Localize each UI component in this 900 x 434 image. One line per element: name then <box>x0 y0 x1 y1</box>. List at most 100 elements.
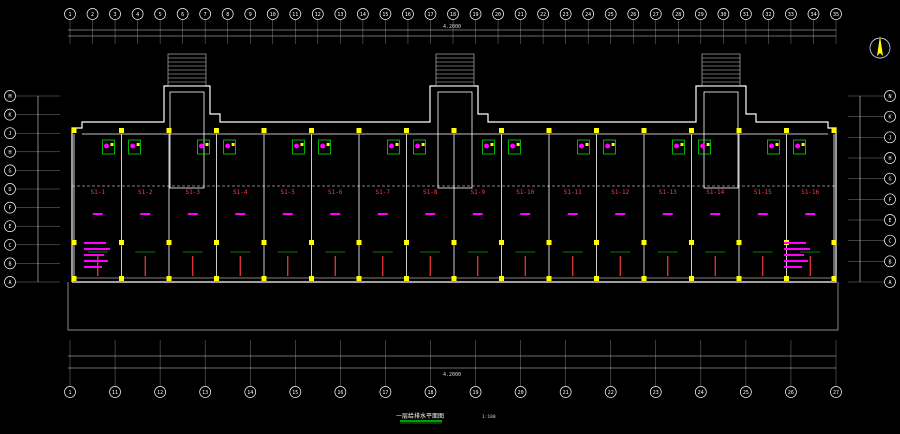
top-axis-bubble: 6 <box>176 8 189 20</box>
right-axis-bubble-label: A <box>888 280 891 286</box>
column <box>356 276 362 281</box>
bottom-axis-bubble: 19 <box>469 386 482 398</box>
top-axis-bubble: 18 <box>447 8 459 20</box>
top-axis-bubble-label: 34 <box>810 12 816 18</box>
left-axis-bubble: A <box>4 276 16 288</box>
right-axis-bubble: C <box>884 234 896 247</box>
right-axis-bubble: B <box>884 255 896 268</box>
room-partitions <box>73 134 835 278</box>
top-axis-bubble: 24 <box>582 8 595 20</box>
fixture-note <box>187 213 198 215</box>
left-axis-bubble-label: K <box>8 113 11 119</box>
column <box>546 240 552 245</box>
bottom-axis-bubble: 15 <box>289 386 302 398</box>
top-axis-bubble-label: 19 <box>473 12 479 18</box>
fixture-note <box>567 213 578 215</box>
column <box>546 128 552 133</box>
room-label: S1-3 <box>186 189 201 196</box>
left-axis-bubble-label: B <box>8 261 11 267</box>
column <box>689 240 694 245</box>
bottom-axis-bubble-label: 17 <box>382 390 388 396</box>
top-axis-bubble: 5 <box>154 8 166 20</box>
top-axis-bubble-label: 25 <box>608 12 614 18</box>
top-axis-bubble-label: 21 <box>518 12 524 18</box>
room-label: S1-5 <box>281 189 296 196</box>
bathroom-outline <box>223 139 236 155</box>
bottom-axis-bubble-label: 23 <box>653 390 659 396</box>
column <box>356 128 362 133</box>
note-left <box>84 242 110 268</box>
top-axis-bubble: 1 <box>64 8 76 20</box>
top-axis-bubble-label: 28 <box>675 12 681 18</box>
top-axis-bubble: 34 <box>807 8 820 20</box>
toilet-icon <box>484 143 489 149</box>
right-axis-bubble-label: B <box>888 259 891 265</box>
top-axis-bubble: 27 <box>649 8 662 20</box>
toilet-icon <box>769 143 774 149</box>
bottom-axis-bubble-label: 25 <box>743 390 749 396</box>
left-axis-bubble: M <box>4 90 16 102</box>
left-axis-bubble: E <box>4 220 16 233</box>
right-axis-bubble: G <box>884 172 896 185</box>
top-axis-bubble: 33 <box>785 8 797 20</box>
top-axis-bubble-label: 12 <box>315 12 321 18</box>
fixture-note <box>425 213 436 215</box>
right-axis-bubble-label: K <box>888 115 891 121</box>
sink-icon <box>516 143 520 146</box>
toilet-icon <box>104 143 109 149</box>
fixture-note <box>472 213 483 215</box>
sink-icon <box>326 143 330 146</box>
top-axis-bubble-label: 31 <box>743 12 749 18</box>
top-axis-bubble-label: 4 <box>136 12 139 18</box>
top-axis-bubble-label: 11 <box>292 12 298 18</box>
top-axis-bubble-label: 17 <box>427 12 433 18</box>
right-axis-bubble: K <box>884 110 896 123</box>
bottom-total-dimension: 4.2000 <box>443 372 461 378</box>
building-outline <box>67 85 839 331</box>
top-axis-bubble: 14 <box>357 8 369 20</box>
right-axis-bubble: E <box>884 214 896 226</box>
column <box>451 276 457 281</box>
north-arrow-icon <box>869 36 891 59</box>
room-label: S1-11 <box>564 189 582 196</box>
left-axis-bubble: F <box>4 201 16 214</box>
bottom-axis-bubble-label: 18 <box>427 390 433 396</box>
left-axis-bubble-label: G <box>8 168 11 174</box>
bathroom-outline <box>197 139 210 155</box>
top-axis-bubble-label: 27 <box>653 12 659 18</box>
column <box>831 128 837 133</box>
toilet-icon <box>415 143 421 149</box>
column <box>119 276 124 281</box>
bottom-axis-bubble-label: 14 <box>247 390 253 396</box>
top-axis-bubble-label: 1 <box>68 12 71 18</box>
left-axis-bubble-label: F <box>8 206 11 212</box>
top-axis-bubble-label: 3 <box>114 12 117 18</box>
bottom-axis-bubble: 24 <box>694 386 707 398</box>
fixture-note <box>615 213 626 215</box>
column <box>356 240 362 245</box>
fixture-note <box>377 213 388 215</box>
bathroom-outline <box>413 139 426 155</box>
top-axis-bubble-label: 30 <box>720 12 726 18</box>
bathroom-outline <box>672 139 685 155</box>
toilet-icon <box>389 143 394 149</box>
top-axis-bubble-label: 24 <box>585 12 591 18</box>
right-axis-bubble: N <box>884 90 896 102</box>
top-axis-bubble: 12 <box>311 8 324 20</box>
left-axis-bubble: G <box>4 164 16 177</box>
left-axis-bubble: J <box>4 127 16 140</box>
top-axis-bubble: 20 <box>492 8 504 20</box>
sink-icon <box>231 143 235 146</box>
column <box>119 240 124 245</box>
toilet-icon <box>294 143 299 149</box>
column <box>309 240 314 245</box>
room-label: S1-10 <box>516 189 534 196</box>
top-axis-bubble: 21 <box>514 8 527 20</box>
fixture-note <box>520 213 531 215</box>
bottom-axis-bubble: 17 <box>379 386 392 398</box>
toilet-icon <box>510 143 516 149</box>
right-axis-bubble-label: F <box>888 197 891 203</box>
sink-icon <box>205 143 209 146</box>
note-right <box>784 242 810 268</box>
